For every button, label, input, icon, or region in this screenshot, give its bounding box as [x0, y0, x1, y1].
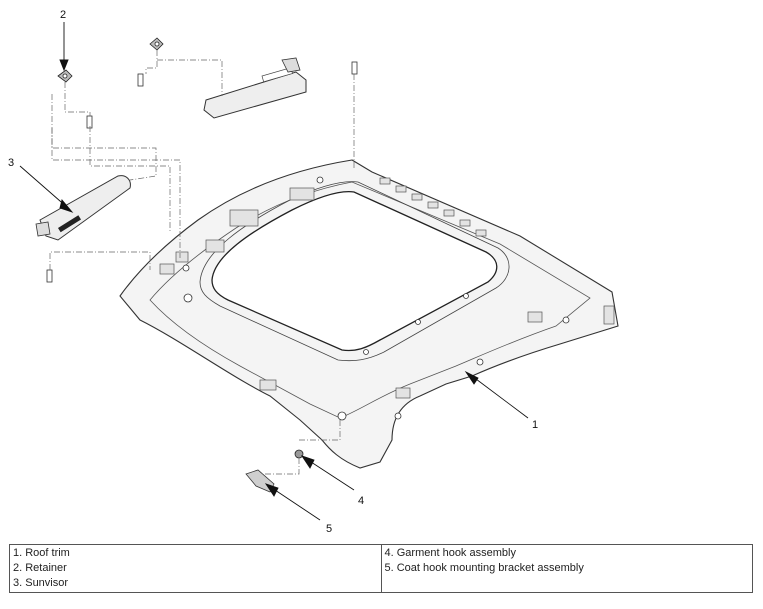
roof-trim-exploded-diagram: 1 2 3 4 5 [8, 9, 619, 535]
leader-lines [19, 22, 529, 521]
roof-trim-clips [182, 176, 570, 421]
assembly-lines [49, 50, 355, 475]
legend-column-left: 1. Roof trim 2. Retainer 3. Sunvisor [9, 544, 382, 593]
sunvisor-right-hinge [281, 57, 301, 73]
sunvisor-right [203, 71, 307, 119]
retainer-right [149, 37, 164, 51]
callout-4: 4 [358, 495, 364, 507]
garment-hook [294, 449, 304, 459]
legend-item-roof-trim: 1. Roof trim [13, 547, 70, 559]
callout-2: 2 [60, 9, 66, 21]
sunroof-opening [211, 190, 498, 352]
sunvisor-left-mirror [58, 215, 82, 233]
legend-item-retainer: 2. Retainer [13, 562, 67, 574]
sunvisor-left [39, 175, 131, 241]
legend-item-sunvisor: 3. Sunvisor [13, 577, 69, 589]
roof-trim-ribs [159, 177, 615, 399]
parts-legend: 1. Roof trim 2. Retainer 3. Sunvisor 4. … [9, 544, 753, 593]
sunvisor-left-hinge [35, 221, 51, 237]
callout-1: 1 [532, 419, 538, 431]
retainer-left [57, 69, 73, 83]
callout-5: 5 [326, 523, 332, 535]
roof-trim-inner-edge [149, 181, 591, 419]
legend-item-coat-hook-bracket: 5. Coat hook mounting bracket assembly [384, 562, 584, 574]
callout-3: 3 [8, 157, 14, 169]
legend-column-right: 4. Garment hook assembly 5. Coat hook mo… [380, 544, 753, 593]
screws [46, 61, 358, 283]
legend-item-garment-hook: 4. Garment hook assembly [384, 547, 516, 559]
